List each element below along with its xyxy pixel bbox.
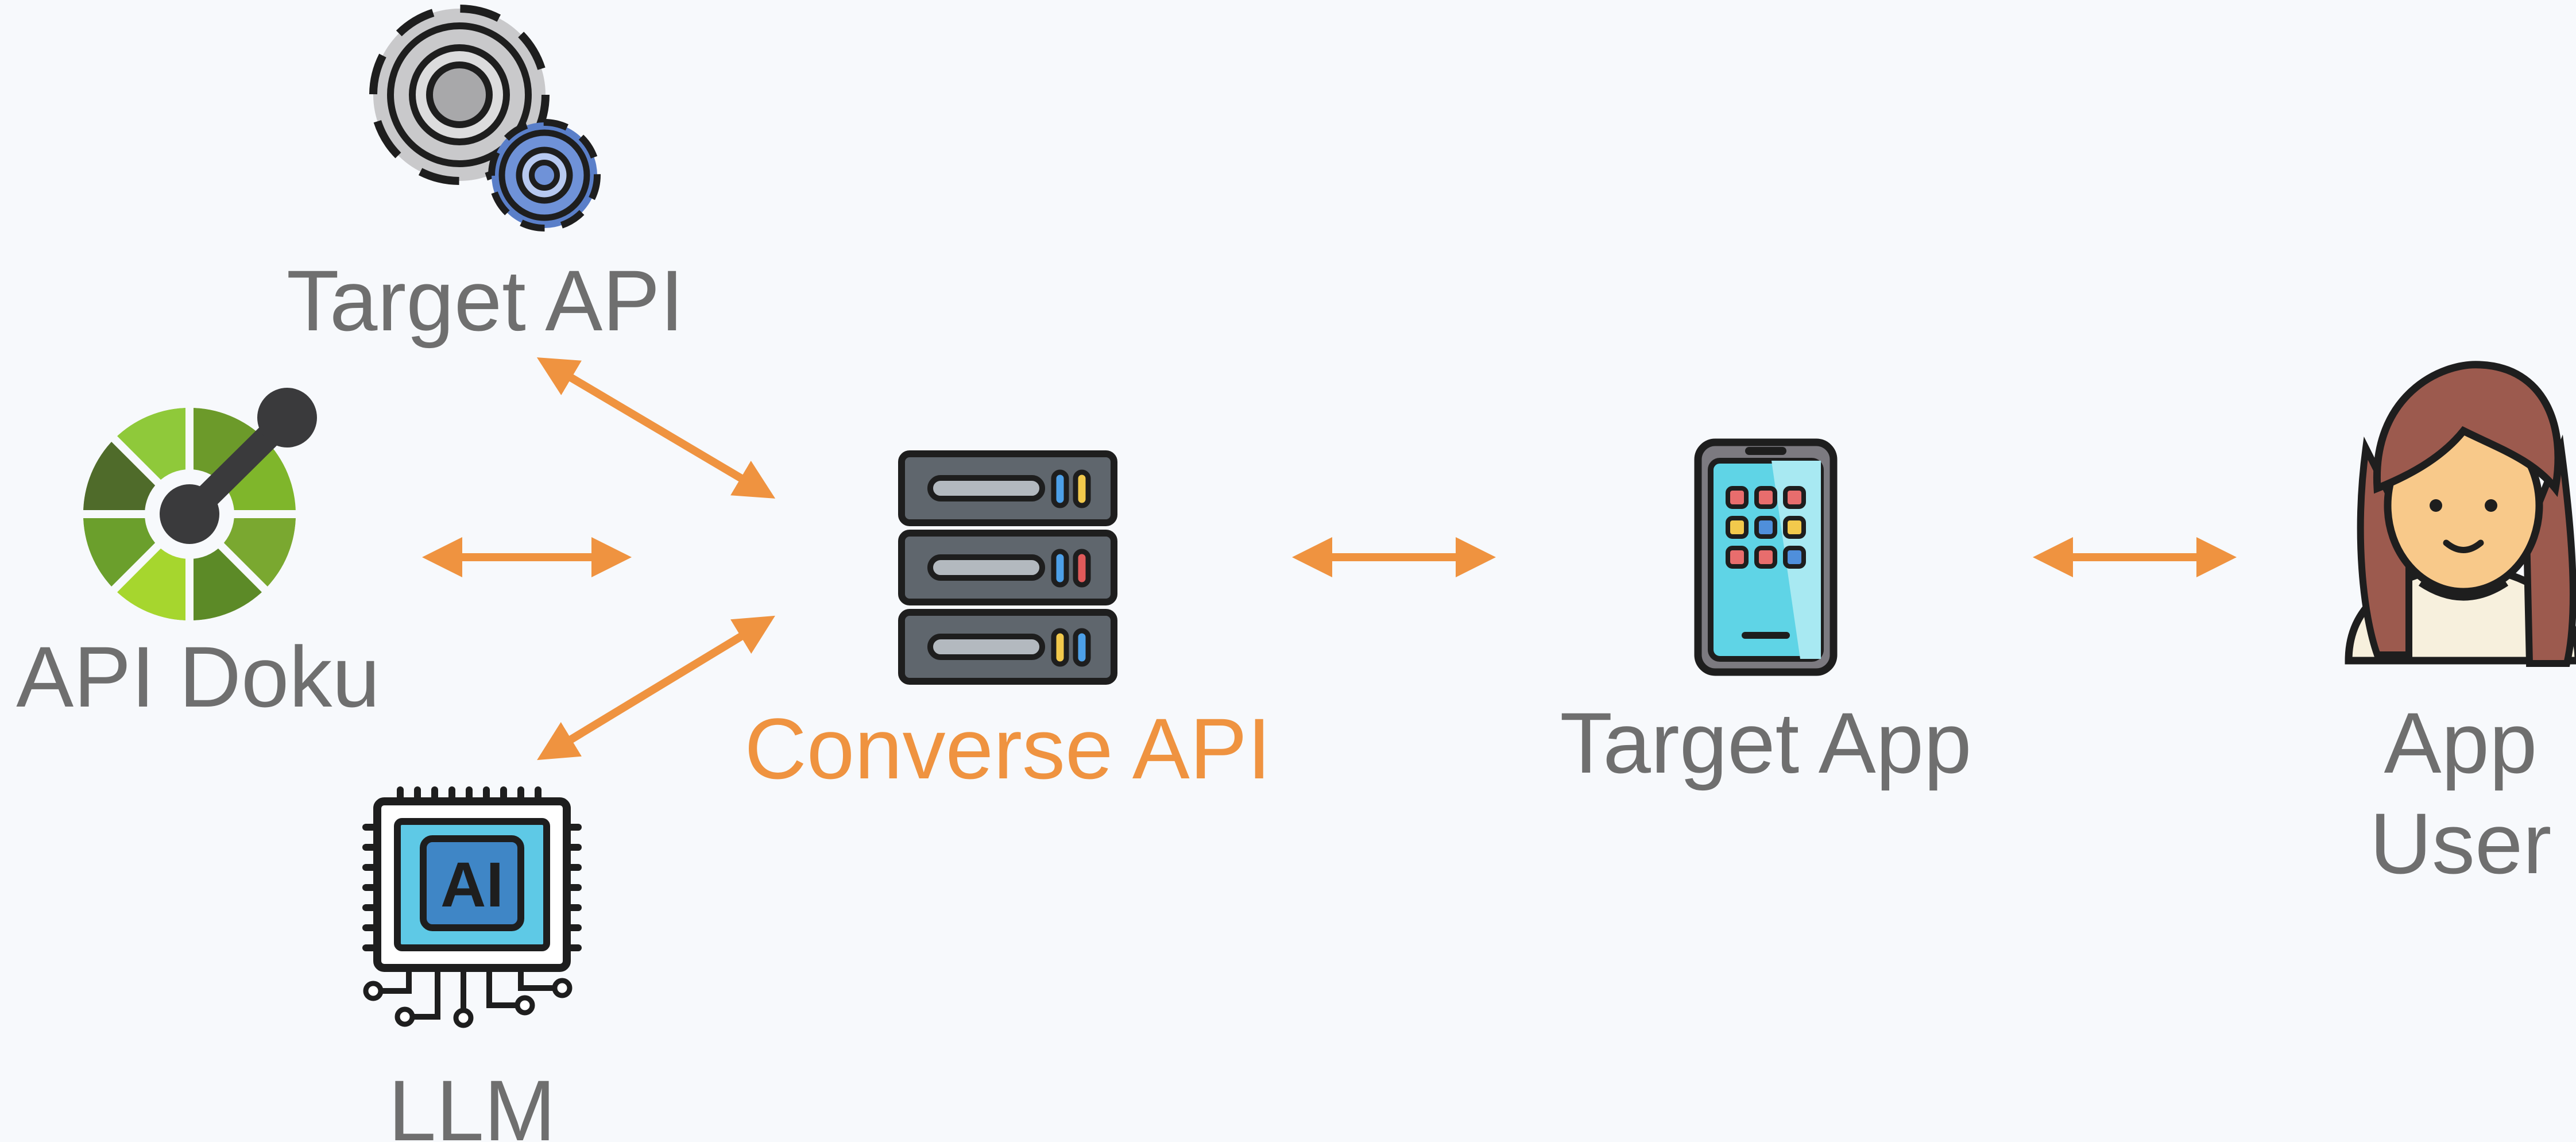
- converse-api-label: Converse API: [744, 700, 1271, 797]
- target-app-label: Target App: [1560, 695, 1971, 791]
- svg-text:AI: AI: [440, 850, 504, 920]
- app-user-label-line1: App: [2384, 695, 2538, 791]
- smartphone-icon: [1694, 438, 1838, 676]
- ai-chip-icon: AI: [362, 786, 582, 1028]
- gears-icon: [369, 5, 601, 232]
- target-api-label: Target API: [287, 252, 684, 349]
- arrow-target-api-converse: [536, 357, 776, 499]
- app-user-label-line2: User: [2370, 795, 2552, 892]
- arrow-llm-converse: [537, 615, 775, 761]
- llm-label: LLM: [388, 1062, 556, 1142]
- server-icon: [898, 450, 1117, 685]
- user-avatar-icon: [2345, 361, 2576, 667]
- api-doku-label: API Doku: [16, 628, 380, 725]
- openapi-logo-icon: [80, 388, 317, 623]
